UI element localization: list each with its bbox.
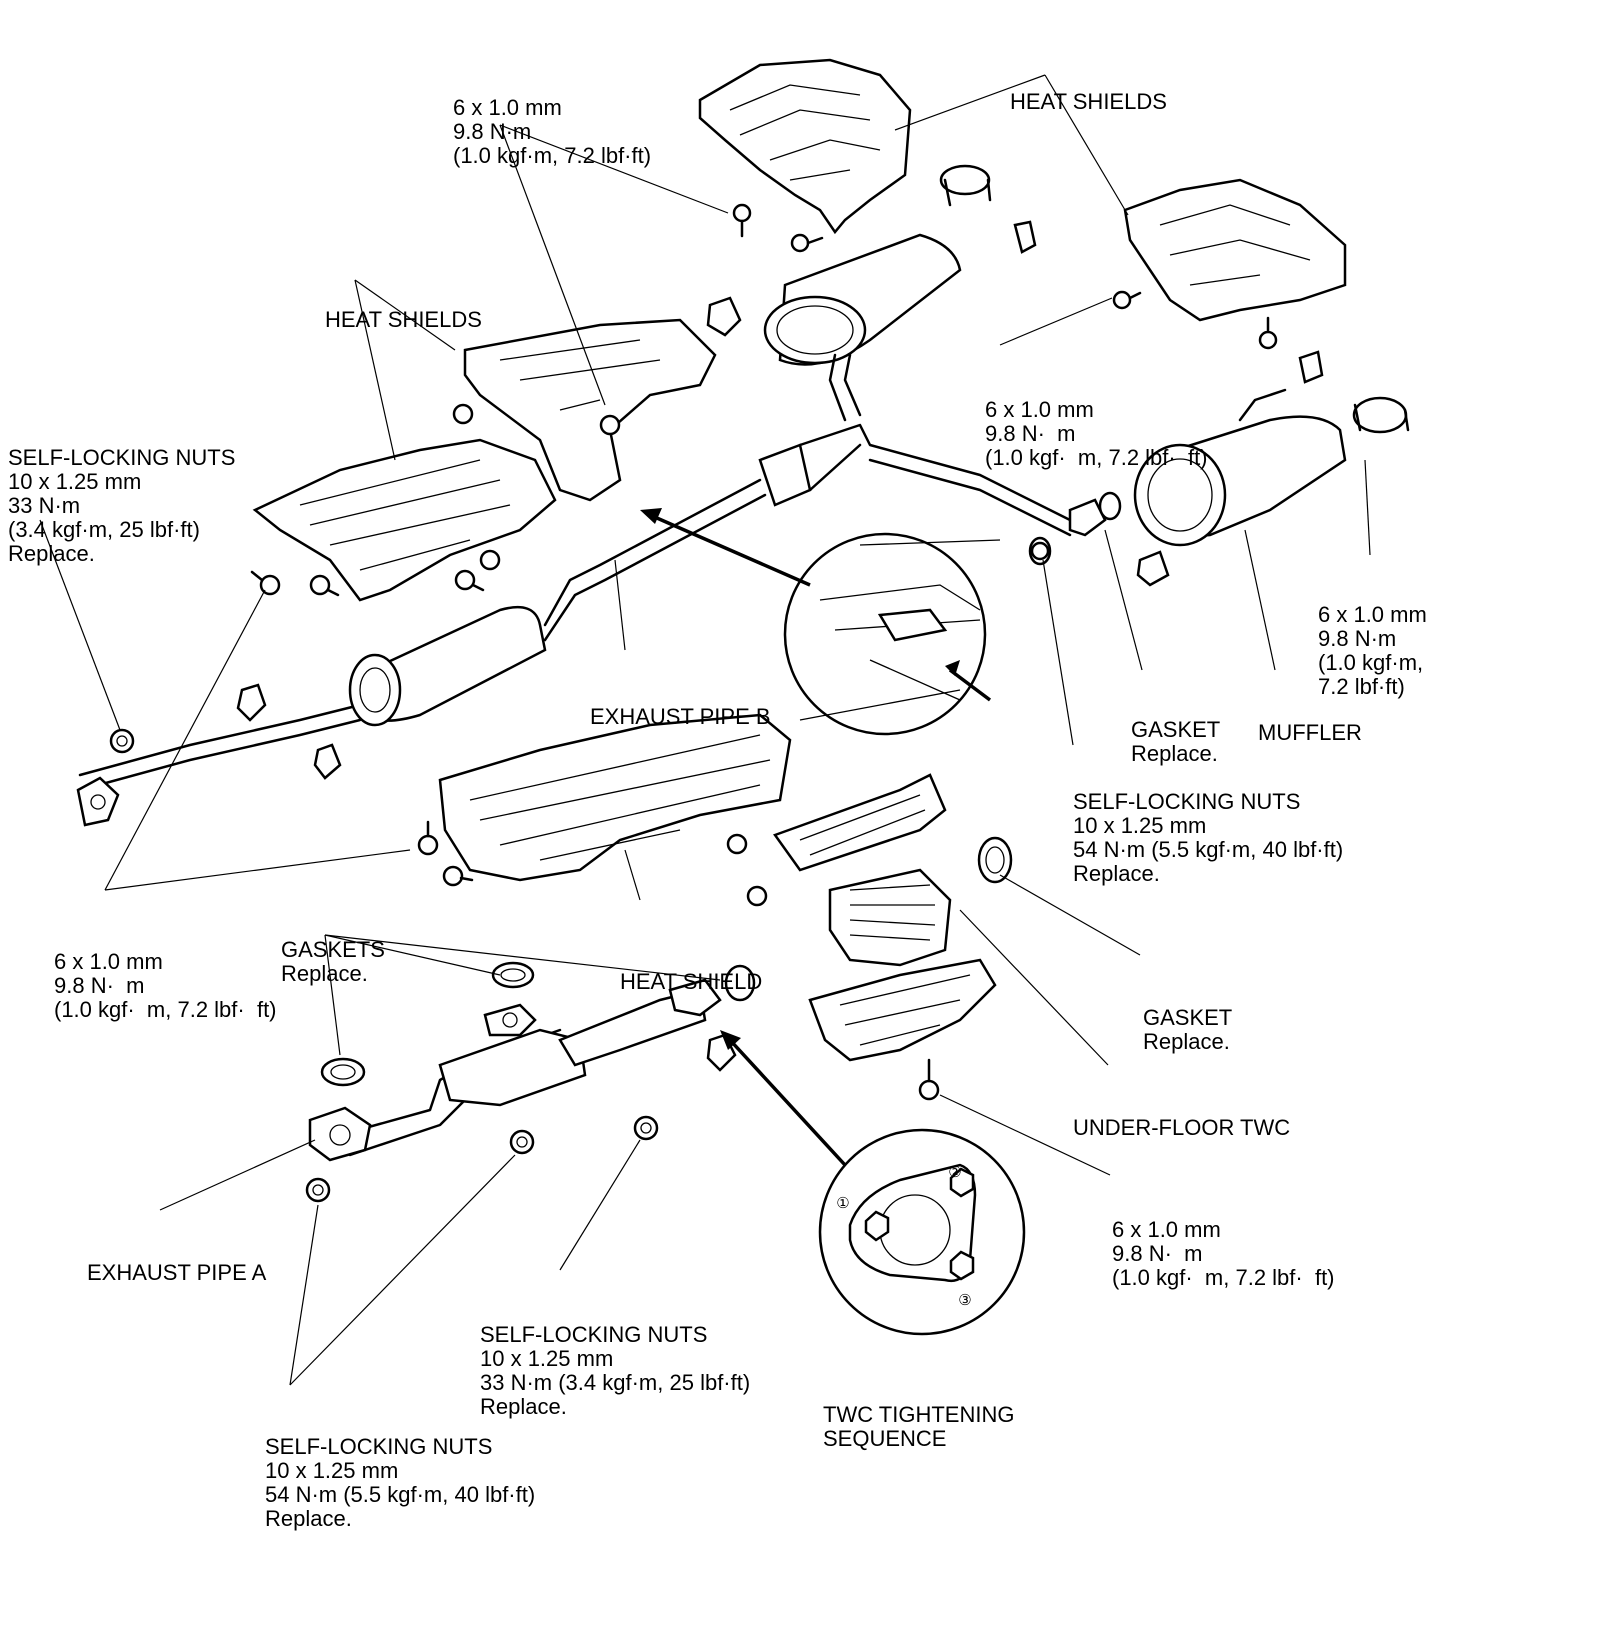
heat-shield-center <box>438 713 792 882</box>
bolt-icon <box>442 865 474 887</box>
nut-icon <box>109 728 135 754</box>
bolt-icon <box>250 570 281 596</box>
nut-icon <box>633 1115 659 1141</box>
bolt-icon <box>599 414 621 436</box>
heat-shields-label-upper-left: HEAT SHIELDS <box>325 307 482 332</box>
exhaust-pipe-b <box>76 353 1107 827</box>
hanger-icon <box>236 683 267 722</box>
nut-icon <box>949 1250 975 1281</box>
hanger-icon <box>313 743 342 780</box>
bold-arrows <box>640 508 847 1167</box>
heat-shield-center-label: HEAT SHIELD <box>620 969 763 994</box>
hanger-icon <box>1013 220 1037 254</box>
nut-icon <box>305 1177 331 1203</box>
bolt-icon <box>417 820 439 856</box>
exhaust-pipe-a <box>308 964 756 1162</box>
nut-icon <box>509 1129 535 1155</box>
twc-sequence-circle: ① ② ③ <box>818 1128 1026 1336</box>
bolt-icon <box>454 569 485 592</box>
fasteners <box>109 203 1324 1203</box>
bolt-icon <box>732 203 752 238</box>
bolt-icon <box>1258 316 1278 350</box>
bolt-icon <box>918 1058 940 1101</box>
nut-icon <box>864 1210 890 1242</box>
exhaust-pipe-b-label: EXHAUST PIPE B <box>590 704 771 729</box>
hanger-icon <box>1136 550 1170 587</box>
sequence-mark-3: ③ <box>958 1291 971 1309</box>
heat-shields-upper-left <box>252 318 717 602</box>
center-muffler <box>763 164 992 366</box>
heat-shield-top-right <box>1123 178 1347 322</box>
heat-shields-label-top-right: HEAT SHIELDS <box>1010 89 1167 114</box>
detail-circle-clip <box>783 532 1001 736</box>
sequence-mark-2: ② <box>948 1163 961 1181</box>
leader-lines <box>39 74 1371 1386</box>
nut-icon <box>949 1167 975 1198</box>
bolt-icon <box>790 233 824 253</box>
heat-shield-top-center <box>698 58 912 235</box>
hanger-icon <box>1298 350 1324 384</box>
nut-icon <box>1030 541 1050 561</box>
bolt-icon <box>309 574 340 597</box>
exhaust-pipe-a-label: EXHAUST PIPE A <box>87 1260 267 1285</box>
muffler-label: MUFFLER <box>1258 720 1362 745</box>
bolt-icon <box>452 403 474 425</box>
hanger-icon <box>706 296 742 337</box>
under-floor-twc <box>773 773 1013 1062</box>
muffler <box>1133 388 1410 547</box>
sequence-mark-1: ① <box>836 1194 849 1212</box>
bolt-icon <box>726 833 748 855</box>
under-floor-twc-label: UNDER-FLOOR TWC <box>1073 1115 1291 1140</box>
bolt-icon <box>1112 290 1142 310</box>
bolt-icon <box>479 549 501 571</box>
bolt-icon <box>746 885 768 907</box>
